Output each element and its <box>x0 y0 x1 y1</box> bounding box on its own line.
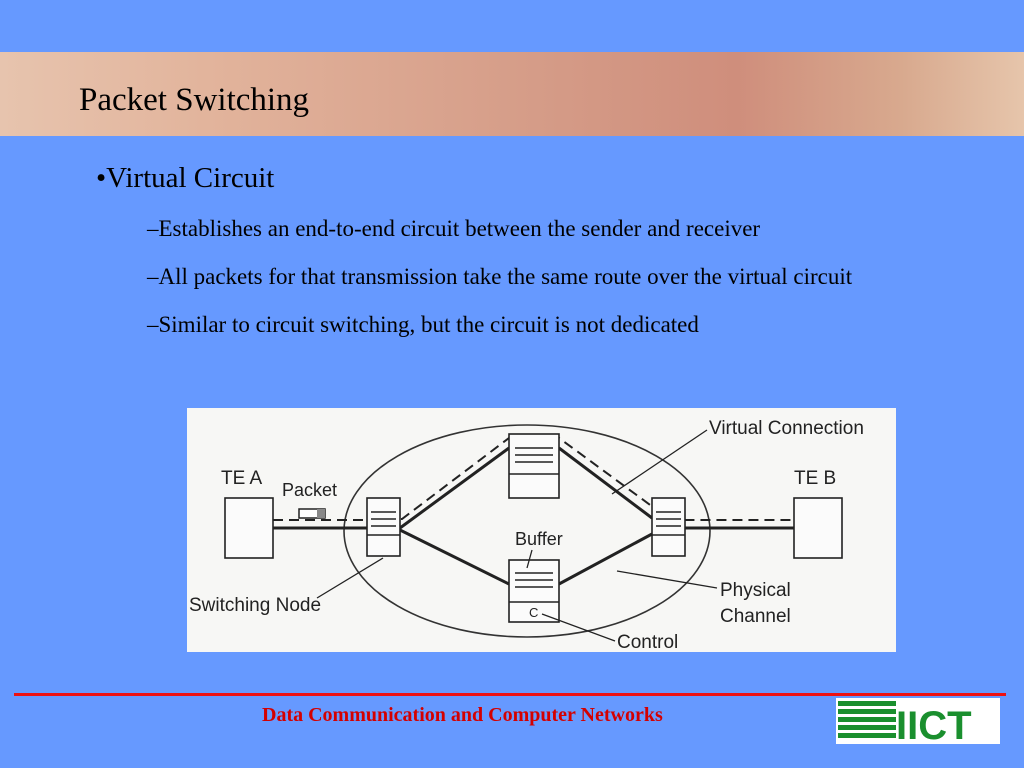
switching-node-right <box>651 497 686 557</box>
buffer-label: Buffer <box>515 529 563 549</box>
control-mark: C <box>529 605 538 620</box>
sub-bullet-1: –Establishes an end-to-end circuit betwe… <box>147 216 761 241</box>
switching-node-label: Switching Node <box>189 595 321 616</box>
footer-course-title: Data Communication and Computer Networks <box>262 704 663 726</box>
network-ellipse <box>343 424 711 638</box>
footer-divider <box>14 693 1006 696</box>
iict-logo: IICT <box>836 698 1000 748</box>
te-a-label: TE A <box>221 468 263 489</box>
physical-channel-label-1: Physical <box>720 580 791 601</box>
virtual-circuit-diagram: TE A TE B Packet <box>187 408 896 653</box>
title-bar <box>0 52 1024 136</box>
switching-node-bottom: C <box>508 559 560 623</box>
switching-node-top <box>508 433 560 499</box>
packet-label: Packet <box>282 480 337 500</box>
te-a-box <box>224 497 274 559</box>
logo-text: IICT <box>896 704 972 744</box>
bullet-virtual-circuit: •Virtual Circuit <box>96 162 275 194</box>
te-b-label: TE B <box>794 468 836 489</box>
physical-channel-label-2: Channel <box>720 606 791 627</box>
sub-bullet-3: –Similar to circuit switching, but the c… <box>147 312 699 337</box>
slide-title: Packet Switching <box>79 82 310 118</box>
control-label: Control <box>617 632 678 652</box>
virtual-connection-label: Virtual Connection <box>709 418 864 439</box>
switching-node-left <box>366 497 401 557</box>
sub-bullet-2: –All packets for that transmission take … <box>147 264 853 289</box>
sub-bullet-list: –Establishes an end-to-end circuit betwe… <box>147 214 967 358</box>
te-b-box <box>793 497 843 559</box>
